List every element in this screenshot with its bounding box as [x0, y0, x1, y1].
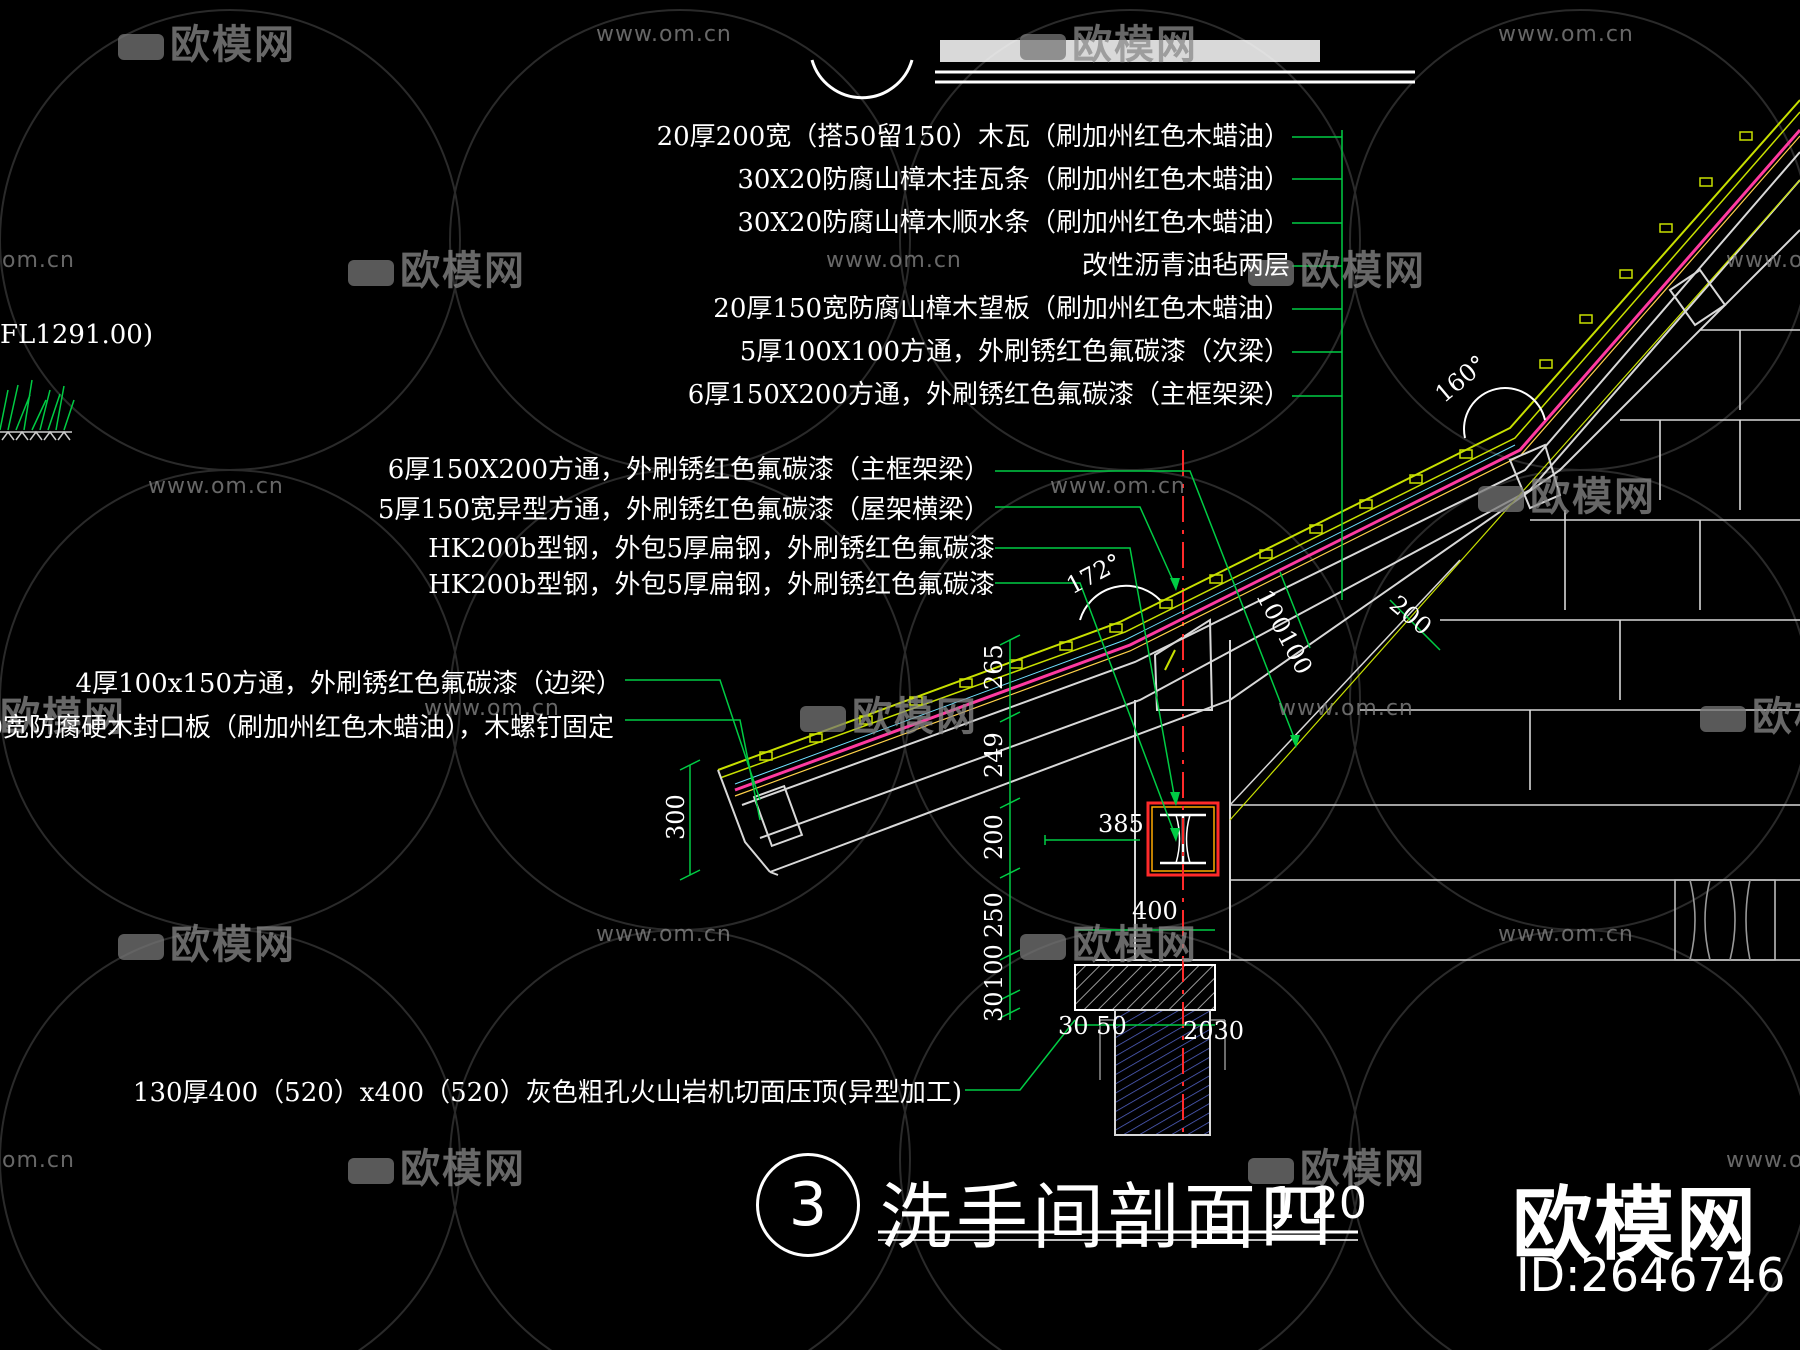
mid-leaders — [625, 470, 1296, 1091]
roof-assembly — [717, 99, 1800, 876]
watermark-url: www.om.cn — [826, 248, 962, 273]
watermark-url: www.om.cn — [1050, 474, 1186, 499]
arrowheads — [1170, 578, 1300, 842]
drawing-title: 洗手间剖面四 — [880, 1175, 1337, 1259]
dimension-lines — [679, 571, 1441, 1026]
watermark-url: www.om.cn — [1726, 248, 1800, 273]
watermark-url: www.om.cn — [1726, 1148, 1800, 1173]
base-cap — [1074, 964, 1226, 1136]
callout-sheathing: 20厚150宽防腐山樟木望板（刷加州红色木蜡油） — [713, 294, 1290, 324]
callout-membrane: 改性沥青油毡两层 — [1081, 251, 1290, 281]
callout-secondary-beam: 5厚100X100方通，外刷锈红色氟碳漆（次梁） — [739, 337, 1290, 367]
brand-logo: 欧模网 — [1512, 1178, 1758, 1271]
steel-column — [1095, 640, 1231, 961]
callout-main-frame-beam: 6厚150X200方通，外刷锈红色氟碳漆（主框架梁） — [687, 380, 1290, 410]
watermark-url: www.om.cn — [148, 474, 284, 499]
dim-30: 30 — [980, 991, 1008, 1022]
dim-200: 200 — [980, 814, 1008, 860]
watermark-url: www.om.cn — [596, 22, 732, 47]
watermark-logo: 欧模网 — [800, 684, 978, 742]
callout-coping: 130厚400（520）x400（520）灰色粗孔火山岩机切面压顶(异型加工) — [132, 1078, 962, 1108]
watermark-logo: 欧模网 — [1020, 12, 1198, 70]
image-id: ID:2646746 — [1516, 1248, 1786, 1302]
dim-300: 300 — [662, 794, 690, 840]
watermark-logo: 欧模网 — [118, 12, 296, 70]
dim-265: 265 — [980, 644, 1008, 690]
watermark-url: www.om.cn — [1498, 22, 1634, 47]
callout-fascia-board: 310宽防腐硬木封口板（刷加州红色木蜡油），木螺钉固定 — [0, 713, 614, 743]
callout-tile-batten: 30X20防腐山樟木挂瓦条（刷加州红色木蜡油） — [737, 165, 1290, 195]
watermark-logo: 欧模网 — [1700, 684, 1800, 742]
watermark-url: www.om.cn — [1498, 922, 1634, 947]
wall-elevation — [1230, 329, 1800, 961]
watermark-url: om.cn — [2, 248, 75, 273]
watermark-logo: 欧模网 — [348, 1136, 526, 1194]
angle-arcs — [1079, 387, 1546, 621]
watermark-logo: 欧模网 — [1020, 912, 1198, 970]
grass-symbol — [0, 379, 75, 441]
dim-100: 100 — [980, 944, 1008, 990]
watermark-logo: 欧模网 — [0, 694, 126, 740]
watermark-circles — [0, 9, 1800, 1350]
callout-counter-batten: 30X20防腐山樟木顺水条（刷加州红色木蜡油） — [737, 208, 1290, 238]
watermark-url: www.om.cn — [424, 696, 560, 721]
floor-level-label: FL1291.00) — [0, 320, 153, 350]
callout-wood-tile: 20厚200宽（搭50留150）木瓦（刷加州红色木蜡油） — [656, 122, 1290, 152]
drawing-scale: 1:20 — [1268, 1178, 1367, 1229]
callout-edge-beam: 4厚100x150方通，外刷锈红色氟碳漆（边梁） — [75, 669, 622, 699]
callout-hk200b-1: HK200b型钢，外包5厚扁钢，外刷锈红色氟碳漆 — [428, 534, 995, 564]
watermark-url: www.om.cn — [596, 922, 732, 947]
watermark-logo: 欧模网 — [118, 912, 296, 970]
callout-truss-beam: 5厚150宽异型方通，外刷锈红色氟碳漆（屋架横梁） — [377, 495, 990, 525]
dim-385: 385 — [1098, 810, 1144, 838]
watermark-url: om.cn — [2, 1148, 75, 1173]
dim-3050: 30 50 — [1058, 1012, 1127, 1040]
dim-249: 249 — [980, 732, 1008, 778]
watermark-logo: 欧模网 — [1248, 1136, 1426, 1194]
watermark-logo: 欧模网 — [1248, 238, 1426, 296]
dim-400: 400 — [1132, 897, 1178, 925]
dim-250: 250 — [980, 892, 1008, 938]
top-leaders — [1292, 130, 1343, 600]
callout-hk200b-2: HK200b型钢，外包5厚扁钢，外刷锈红色氟碳漆 — [428, 570, 995, 600]
drawing-number: 3 — [756, 1153, 860, 1257]
watermark-url: www.om.cn — [1278, 696, 1414, 721]
callout-main-frame-beam-2: 6厚150X200方通，外刷锈红色氟碳漆（主框架梁） — [387, 455, 990, 485]
watermark-logo: 欧模网 — [1478, 464, 1656, 522]
dim-2030: 2030 — [1183, 1017, 1245, 1045]
watermark-logo: 欧模网 — [348, 238, 526, 296]
